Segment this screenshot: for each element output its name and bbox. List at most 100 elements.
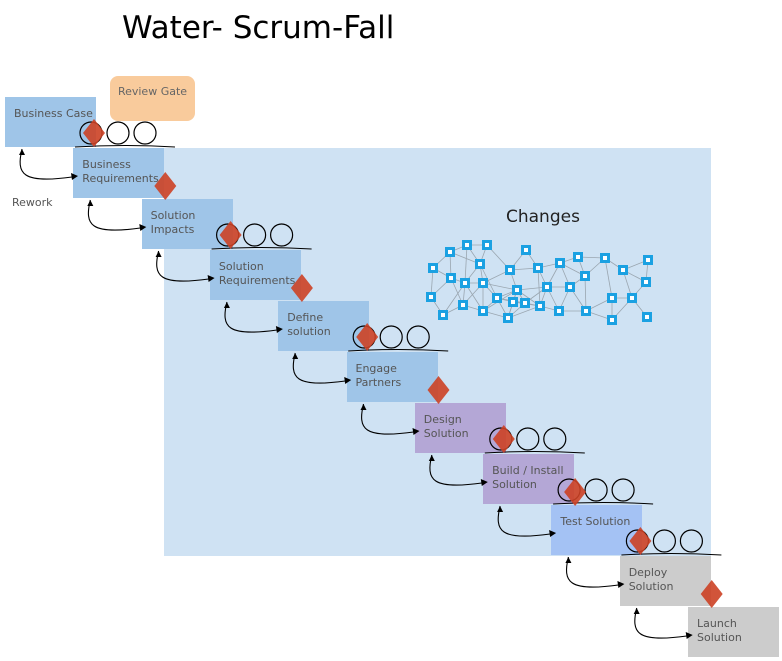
rework-arrow (429, 454, 482, 486)
scrum-loop-icon (611, 478, 635, 502)
rework-arrow (87, 199, 141, 231)
arrow-head-icon (292, 353, 299, 359)
phase-box: Deploy Solution (619, 556, 711, 606)
network-node-glyph (568, 285, 572, 289)
network-edge (537, 267, 541, 307)
rework-arrow (565, 556, 619, 588)
network-node-glyph (495, 296, 499, 300)
arrow-head-icon (71, 173, 78, 180)
network-edge (507, 305, 541, 319)
phase-box: Business Case (5, 97, 96, 147)
network-node-glyph (481, 281, 485, 285)
network-node-glyph (644, 280, 648, 284)
network-node-glyph (536, 266, 540, 270)
phase-box: Solution Requirements (209, 250, 301, 300)
network-node-glyph (583, 274, 587, 278)
arrow-head-icon (685, 632, 693, 639)
network-node-glyph (431, 266, 435, 270)
network-node-glyph (645, 315, 649, 319)
network-node-glyph (481, 309, 485, 313)
arrow-head-icon (565, 557, 572, 563)
network-node-glyph (478, 262, 482, 266)
scrum-loop-icon (106, 121, 130, 145)
arrow-head-icon (428, 455, 435, 461)
phase-box: Design Solution (414, 403, 506, 453)
scrum-loop-base (553, 502, 654, 505)
scrum-loop-base (211, 247, 312, 250)
phase-box: Build / Install Solution (483, 454, 575, 504)
arrow-head-icon (87, 200, 94, 206)
scrum-loop-base (621, 553, 722, 556)
network-node-glyph (584, 309, 588, 313)
gate-diamond-icon (154, 172, 177, 200)
arrow-head-icon (155, 251, 162, 257)
arrow-head-icon (344, 377, 352, 384)
gate-diamond-icon (290, 274, 313, 302)
network-node-glyph (630, 296, 634, 300)
scrum-loop-base (74, 145, 176, 148)
phase-box: Test Solution (551, 505, 643, 555)
review-gate-callout: Review Gate (110, 76, 195, 121)
scrum-loop-icon (406, 325, 430, 349)
arrow-head-icon (19, 149, 25, 155)
scrum-loop-icon (652, 529, 677, 553)
diagram-title: Water- Scrum-Fall (122, 10, 395, 46)
network-node-glyph (557, 309, 561, 313)
phase-box: Business Requirements (73, 148, 165, 198)
agile-changes-area (164, 148, 711, 556)
rework-arrow (361, 403, 414, 435)
gate-diamond-icon (700, 580, 723, 608)
phase-box: Engage Partners (346, 352, 438, 402)
network-node-glyph (621, 268, 625, 272)
gate-diamond-icon (427, 376, 450, 404)
network-node-glyph (511, 300, 515, 304)
network-node-glyph (441, 313, 445, 317)
network-node-glyph (508, 268, 512, 272)
network-node-glyph (610, 318, 614, 322)
network-edge (464, 244, 468, 284)
network-node-glyph (506, 316, 510, 320)
network-node-glyph (545, 285, 549, 289)
arrow-head-icon (207, 275, 215, 282)
network-node-glyph (448, 250, 452, 254)
phase-box: Launch Solution (688, 607, 779, 657)
scrum-loop-icon (679, 529, 704, 553)
phase-box: Solution Impacts (141, 199, 233, 249)
arrow-head-icon (617, 581, 625, 588)
network-edge (442, 282, 466, 316)
scrum-loop-icon (243, 223, 267, 247)
network-node-glyph (463, 281, 467, 285)
rework-arrow (156, 250, 209, 282)
rework-arrow (292, 352, 346, 384)
arrow-head-icon (480, 479, 488, 486)
network-node-glyph (523, 301, 527, 305)
network-node-glyph (524, 248, 528, 252)
gate-diamond-icon (564, 478, 587, 506)
rework-arrow (19, 148, 73, 180)
arrow-head-icon (139, 224, 147, 231)
arrow-head-icon (633, 608, 640, 614)
network-edge (584, 275, 587, 312)
network-node-glyph (610, 296, 614, 300)
network-node-glyph (576, 255, 580, 259)
gate-diamond-icon (83, 119, 105, 147)
gate-diamond-icon (219, 221, 242, 249)
arrow-head-icon (360, 404, 367, 410)
scrum-loop-icon (516, 427, 540, 451)
scrum-loop-base (484, 451, 585, 454)
arrow-head-icon (549, 530, 557, 537)
scrum-loop-icon (270, 223, 294, 247)
scrum-loop-icon (133, 121, 157, 145)
rework-label: Rework (12, 196, 53, 209)
changes-label: Changes (506, 207, 580, 227)
rework-arrow (497, 505, 551, 537)
network-node-glyph (461, 303, 465, 307)
network-node-glyph (429, 295, 433, 299)
network-node-glyph (515, 288, 519, 292)
arrow-head-icon (412, 428, 420, 435)
gate-diamond-icon (492, 425, 515, 453)
network-node-glyph (465, 243, 469, 247)
network-node-glyph (485, 243, 489, 247)
scrum-loop-icon (584, 478, 608, 502)
